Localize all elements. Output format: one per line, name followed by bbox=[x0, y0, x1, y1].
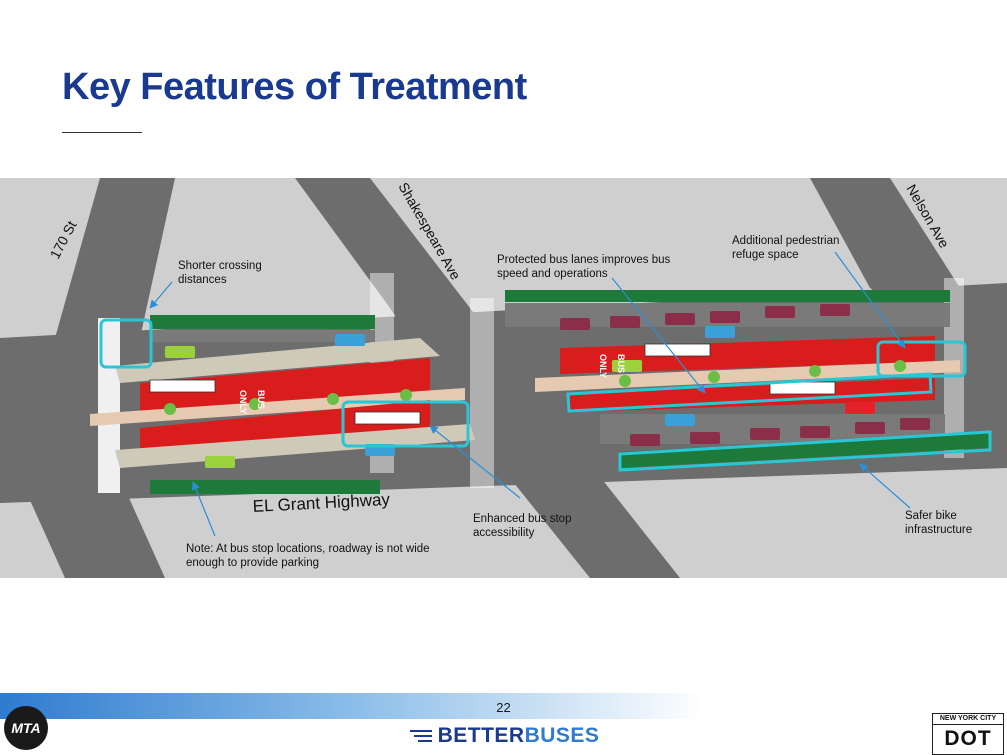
callout-pedestrian-refuge: Additional pedestrian refuge space bbox=[732, 235, 840, 261]
median-right bbox=[535, 360, 960, 392]
callout-protected-lanes: Protected bus lanes improves bus speed a… bbox=[497, 254, 671, 280]
callout-shorter-crossing: Shorter crossing distances bbox=[178, 260, 262, 286]
pavement-bus-1: BUS bbox=[256, 390, 266, 409]
pavement-bus-2: BUS bbox=[616, 354, 626, 373]
callout-safer-bike: Safer bike infrastructure bbox=[905, 510, 973, 536]
dot-agency-text: NEW YORK CITY bbox=[933, 714, 1003, 725]
dot-logo-text: DOT bbox=[944, 727, 992, 750]
nyc-dot-logo: NEW YORK CITY DOT bbox=[932, 713, 1004, 755]
title-underline bbox=[62, 132, 142, 133]
bike-lane-south-right bbox=[620, 432, 990, 468]
bus-2 bbox=[354, 411, 421, 425]
slide-title: Key Features of Treatment bbox=[62, 66, 527, 108]
parked-cars bbox=[165, 304, 930, 468]
pavement-only-1: ONLY bbox=[238, 390, 248, 414]
callout-arrows bbox=[149, 251, 911, 537]
bus-3 bbox=[644, 343, 711, 357]
callout-note: Note: At bus stop locations, roadway is … bbox=[186, 543, 430, 569]
mta-logo: MTA bbox=[4, 706, 48, 750]
bus-island-south-left bbox=[115, 424, 475, 468]
bus-lane-north-left bbox=[140, 358, 430, 413]
speed-lines-icon bbox=[409, 730, 432, 743]
better-buses-logo: BETTERBUSES bbox=[0, 724, 1007, 748]
brand-better: BETTER bbox=[437, 724, 525, 747]
parking-lane-north-left bbox=[150, 330, 375, 342]
pavement-only-2: ONLY bbox=[598, 354, 608, 378]
trees bbox=[164, 360, 906, 415]
callout-enhanced-stop: Enhanced bus stop accessibility bbox=[473, 513, 572, 539]
bus-lane-south-right bbox=[570, 378, 935, 412]
bike-lane-north-left bbox=[150, 315, 375, 329]
brand-buses: BUSES bbox=[524, 724, 600, 747]
bike-lane-south-left bbox=[150, 480, 380, 494]
street-plan-diagram: ONLY BUS ONLY BUS 170 St Shakespeare Ave… bbox=[0, 178, 1007, 578]
bus-1 bbox=[149, 379, 216, 393]
bike-lane-north-right bbox=[505, 290, 950, 302]
footer-gradient-bar bbox=[0, 693, 1007, 719]
callout-highlights bbox=[99, 318, 992, 472]
median-left bbox=[90, 388, 465, 426]
bus-island-north-left bbox=[115, 338, 440, 383]
page-number: 22 bbox=[496, 700, 511, 715]
